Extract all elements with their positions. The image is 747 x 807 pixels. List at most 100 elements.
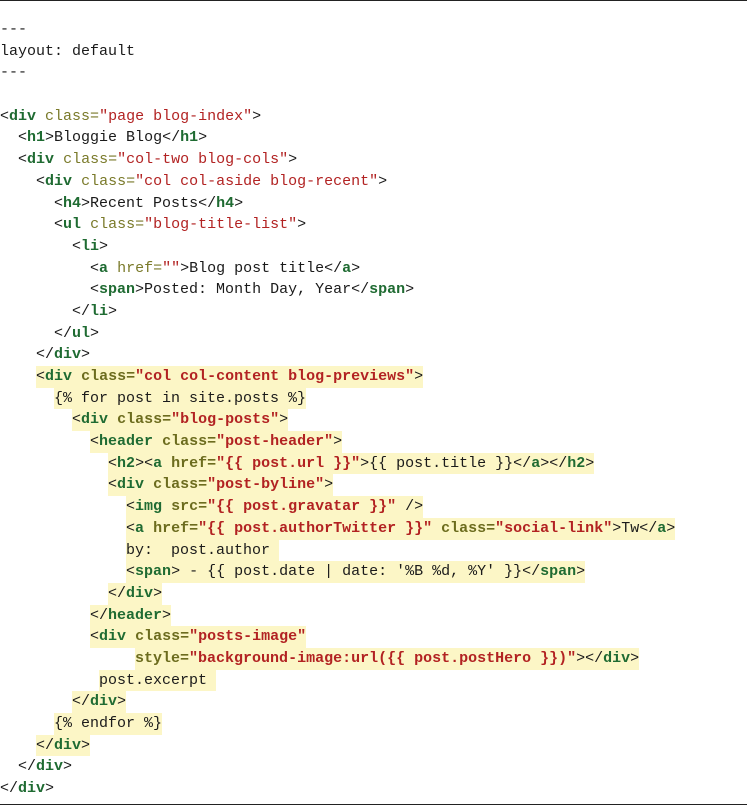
code-indent (0, 325, 54, 342)
code-token-txt: > (90, 324, 100, 342)
code-line: <div class="page blog-index"> (0, 106, 747, 128)
code-token-txt: > (108, 302, 118, 320)
bottom-rule (0, 804, 747, 805)
code-token-str: "blog-title-list" (144, 216, 298, 234)
code-token-tag: img (135, 498, 163, 516)
code-token-txt: > (63, 758, 73, 776)
code-line: </div> (0, 734, 747, 757)
code-token-txt: > (324, 476, 334, 494)
code-token-txt: </ (36, 736, 55, 754)
code-indent (0, 498, 126, 515)
code-line: --- (0, 62, 747, 84)
code-token-txt: < (18, 151, 28, 169)
code-token-txt: --- (0, 21, 28, 38)
code-indent (0, 195, 54, 212)
code-line: <img src="{{ post.gravatar }}" /> (0, 496, 747, 518)
code-token-txt: < (90, 628, 100, 646)
code-line: <h1>Bloggie Blog</h1> (0, 127, 747, 149)
code-indent (0, 520, 126, 537)
code-token-str: "{{ post.url }}" (216, 454, 361, 472)
code-token-txt: > (297, 216, 307, 234)
code-line: by: post.author (0, 539, 747, 562)
code-token-tag: h2 (567, 454, 586, 472)
code-token-tag: div (126, 584, 154, 602)
code-token-str: "{{ post.authorTwitter }}" (198, 519, 433, 537)
code-token-tag: a (342, 259, 352, 277)
code-token-txt (81, 216, 90, 233)
code-token-txt: > (405, 281, 415, 299)
code-token-txt: </ (72, 302, 91, 320)
code-line: {% endfor %} (0, 713, 747, 735)
code-indent (0, 715, 54, 732)
highlighted-code: by: post.author (126, 539, 280, 562)
code-token-txt: > (45, 780, 55, 798)
code-token-txt: < (90, 433, 100, 451)
code-token-txt (153, 433, 162, 450)
highlighted-code: <div class="blog-posts"> (72, 409, 289, 432)
code-token-txt: > (333, 433, 343, 451)
code-token-txt: < (90, 281, 100, 299)
code-line: <div class="col col-aside blog-recent"> (0, 171, 747, 193)
code-line: <span> - {{ post.date | date: '%B %d, %Y… (0, 561, 747, 583)
code-token-txt: < (108, 454, 118, 472)
code-indent (0, 173, 36, 190)
code-indent (0, 476, 108, 493)
code-line: post.excerpt (0, 669, 747, 692)
code-indent (0, 542, 126, 559)
highlighted-code: <h2><a href="{{ post.url }}">{{ post.tit… (108, 452, 595, 475)
code-token-str: "post-header" (216, 433, 334, 451)
code-token-txt: >Recent Posts</ (81, 194, 217, 212)
code-token-tag: div (36, 758, 64, 776)
code-token-txt: > (81, 346, 91, 364)
code-indent (0, 585, 108, 602)
code-token-txt (144, 520, 153, 537)
code-line: </header> (0, 604, 747, 627)
code-line: </div> (0, 344, 747, 366)
code-token-tag: div (9, 107, 37, 125)
code-token-txt: > (234, 194, 244, 212)
code-indent (0, 433, 90, 450)
code-token-txt: < (54, 216, 64, 234)
code-indent (0, 281, 90, 298)
code-token-txt: > (630, 649, 640, 667)
code-token-txt: >Tw</ (612, 519, 658, 537)
code-token-txt: < (126, 498, 136, 516)
code-token-tag: div (603, 649, 631, 667)
code-token-tag: div (117, 476, 145, 494)
code-line: <h2><a href="{{ post.url }}">{{ post.tit… (0, 452, 747, 475)
code-token-tag: header (108, 606, 163, 624)
highlighted-code: {% for post in site.posts %} (54, 387, 307, 410)
code-token-tag: h4 (63, 194, 82, 212)
code-token-txt: </ (18, 758, 37, 776)
code-token-txt: >< (135, 454, 154, 472)
code-token-txt (162, 455, 171, 472)
code-token-tag: a (153, 454, 163, 472)
code-token-attr: href= (117, 259, 163, 277)
code-token-txt: > - {{ post.date | date: '%B %d, %Y' }}<… (171, 563, 541, 581)
code-indent (0, 758, 18, 775)
code-indent (0, 672, 99, 689)
code-token-txt: < (72, 411, 82, 429)
code-token-txt: > (81, 736, 91, 754)
code-line (0, 84, 747, 106)
code-token-txt: post.excerpt (99, 671, 217, 689)
code-indent (0, 563, 126, 580)
code-token-txt: < (72, 237, 82, 255)
code-token-tag: a (99, 259, 109, 277)
code-token-attr: class= (441, 519, 496, 537)
code-token-txt (126, 628, 135, 645)
code-token-txt (72, 173, 81, 190)
code-token-txt (36, 108, 45, 125)
code-token-txt: {% for post in site.posts %} (54, 389, 307, 407)
code-line: <span>Posted: Month Day, Year</span> (0, 279, 747, 301)
code-token-txt: ></ (576, 649, 604, 667)
code-line: <ul class="blog-title-list"> (0, 214, 747, 236)
code-token-tag: a (657, 519, 667, 537)
top-rule (0, 0, 747, 1)
code-token-txt: < (126, 563, 136, 581)
code-token-tag: li (90, 302, 109, 320)
code-token-attr: class= (90, 216, 145, 234)
code-line: <h4>Recent Posts</h4> (0, 193, 747, 215)
code-line: style="background-image:url({{ post.post… (0, 647, 747, 670)
code-token-txt: > (576, 563, 586, 581)
